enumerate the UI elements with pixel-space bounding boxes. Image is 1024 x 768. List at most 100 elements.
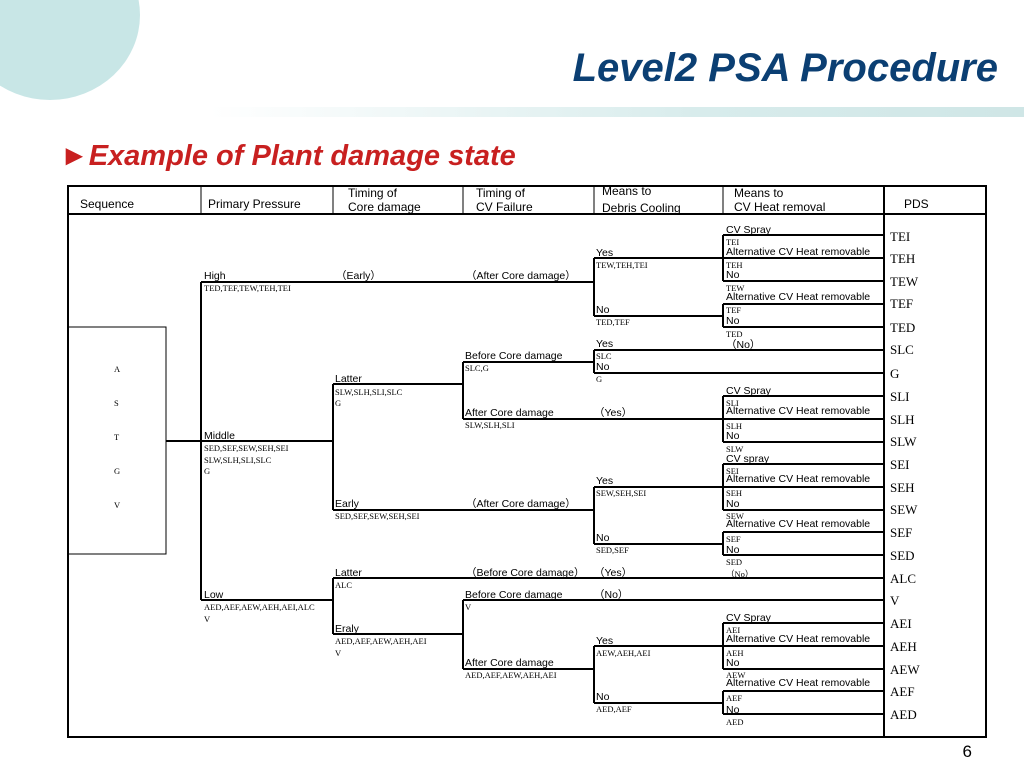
pds-item: SEF <box>890 525 912 540</box>
branch-label-no-paren: （No） <box>594 589 628 601</box>
sequence-letter: V <box>114 500 121 510</box>
branch-sub: AEW,AEH,AEI <box>596 648 651 658</box>
branch-sub: SEI <box>726 466 739 476</box>
branch-label-no-paren: （No） <box>726 339 760 351</box>
pds-item: AEH <box>890 639 917 654</box>
header-timing-cv-1: Timing of <box>476 186 526 200</box>
branch-sub: TEH <box>726 260 743 270</box>
branch-label-eraly: Eraly <box>335 623 360 635</box>
branch-label-before-core: Before Core damage <box>465 350 563 362</box>
branch-label-after-core: After Core damage <box>465 657 554 669</box>
pds-item: G <box>890 366 899 381</box>
pds-item: SED <box>890 548 915 563</box>
branch-sub-high: TED,TEF,TEW,TEH,TEI <box>204 283 291 293</box>
branch-sub: SEW,SEH,SEI <box>596 488 646 498</box>
branch-label-after-core: （After Core damage） <box>466 498 576 510</box>
branch-sub: SLH <box>726 421 742 431</box>
branch-label-no: No <box>596 304 610 316</box>
branch-label-no: No <box>726 544 740 556</box>
subtitle-text: Example of Plant damage state <box>88 140 516 172</box>
branch-label-before-core: Before Core damage <box>465 589 563 601</box>
pds-item: TEH <box>890 251 915 266</box>
branch-label-no: No <box>726 269 740 281</box>
branch-sub: SEH <box>726 488 742 498</box>
branch-label-early: （Early） <box>336 270 381 282</box>
branch-label-early: Early <box>335 498 360 510</box>
header-pds: PDS <box>904 197 929 211</box>
pds-item: TED <box>890 320 915 335</box>
header-timing-core-1: Timing of <box>348 186 398 200</box>
branch-sub: AEF <box>726 693 742 703</box>
pds-item: AEI <box>890 616 912 631</box>
branch-sub: G <box>335 398 341 408</box>
branch-sub: SED,SEF <box>596 545 629 555</box>
branch-sub: AED,AEF,AEW,AEH,AEI <box>465 670 557 680</box>
branch-sub: AED <box>726 717 743 727</box>
branch-sub: SED <box>726 557 742 567</box>
branch-label-yes: Yes <box>596 247 613 259</box>
branch-label-cv-spray: CV Spray <box>726 224 772 236</box>
branch-sub: V <box>335 648 342 658</box>
branch-label-latter: Latter <box>335 373 362 385</box>
branch-sub: V <box>465 602 472 612</box>
pds-item: SEH <box>890 480 915 495</box>
pds-column: TEI TEH TEW TEF TED SLC G SLI SLH SLW SE… <box>890 229 920 722</box>
branch-sub: TEI <box>726 237 739 247</box>
branch-label-before-core: （Before Core damage） <box>466 567 584 579</box>
branch-sub: SLC <box>596 351 612 361</box>
branch-sub: SLW,SLH,SLI <box>465 420 515 430</box>
branch-sub: AED,AEF <box>596 704 632 714</box>
pds-item: TEI <box>890 229 910 244</box>
branch-sub: SEF <box>726 534 741 544</box>
branch-label-alt-heat: Alternative CV Heat removable <box>726 633 870 645</box>
branch-label-yes: Yes <box>596 635 613 647</box>
branch-label-cv-spray: CV Spray <box>726 612 772 624</box>
branch-label-yes: Yes <box>596 338 613 350</box>
branch-label-alt-heat: Alternative CV Heat removable <box>726 473 870 485</box>
branch-label-no: No <box>726 498 740 510</box>
slide-title: Level2 PSA Procedure <box>572 46 998 90</box>
branch-label-alt-heat: Alternative CV Heat removable <box>726 246 870 258</box>
branch-label-no: No <box>726 430 740 442</box>
branch-sub: SLW,SLH,SLI,SLC <box>204 455 272 465</box>
branch-sub: G <box>596 374 602 384</box>
pds-item: AED <box>890 707 917 722</box>
pds-item: TEF <box>890 296 913 311</box>
branch-sub: SEW <box>726 511 744 521</box>
branch-label-no: No <box>596 532 610 544</box>
branch-label-cv-spray: CV Spray <box>726 385 772 397</box>
branch-sub: SED,SEF,SEW,SEH,SEI <box>335 511 420 521</box>
branch-sub: TED,TEF <box>596 317 630 327</box>
branch-label-middle: Middle <box>204 430 235 442</box>
branch-sub: （No） <box>726 569 753 579</box>
branch-label-no: No <box>726 704 740 716</box>
triangle-bullet-icon: ► <box>60 140 89 172</box>
branch-label-alt-heat: Alternative CV Heat removable <box>726 518 870 530</box>
branch-label-low: Low <box>204 589 224 601</box>
title-underline-band <box>210 107 1024 117</box>
pds-item: V <box>890 593 900 608</box>
branch-label-latter: Latter <box>335 567 362 579</box>
branch-sub: AEW <box>726 670 745 680</box>
header-primary-pressure: Primary Pressure <box>208 197 301 211</box>
branch-label-no: No <box>726 315 740 327</box>
sequence-letter: A <box>114 364 121 374</box>
branch-label-yes-paren: （Yes） <box>594 407 632 419</box>
header-heat-2: CV Heat removal <box>734 200 825 214</box>
header-heat-1: Means to <box>734 186 784 200</box>
branch-sub: V <box>204 614 211 624</box>
branch-sub: TEF <box>726 305 741 315</box>
header-timing-core-2: Core damage <box>348 200 421 214</box>
page-number: 6 <box>962 742 972 761</box>
branch-label-alt-heat: Alternative CV Heat removable <box>726 677 870 689</box>
branch-sub: SLW,SLH,SLI,SLC <box>335 387 403 397</box>
sequence-letter: G <box>114 466 120 476</box>
branch-label-high: High <box>204 270 226 282</box>
branch-sub: AED,AEF,AEW,AEH,AEI,ALC <box>204 602 315 612</box>
header-debris-1: Means to <box>602 184 652 198</box>
pds-item: SLC <box>890 342 914 357</box>
branch-sub: AEI <box>726 625 740 635</box>
branch-label-cv-spray: CV spray <box>726 453 770 465</box>
header-debris-2: Debris Cooling <box>602 201 681 215</box>
